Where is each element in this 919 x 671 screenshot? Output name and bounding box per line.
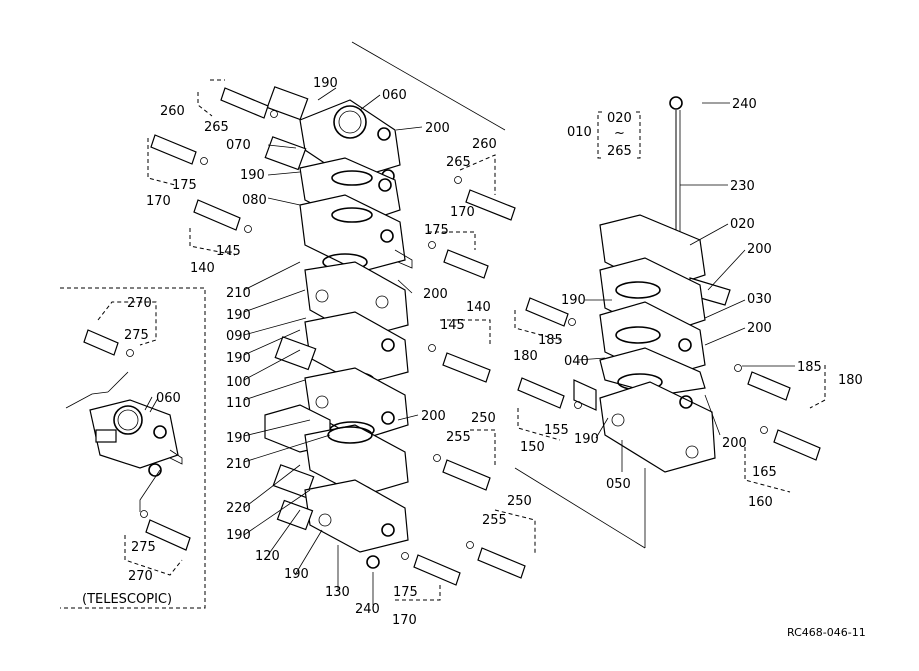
label-265-l: 265 bbox=[204, 120, 229, 135]
label-200-c2: 200 bbox=[423, 287, 448, 302]
label-190-r2: 190 bbox=[574, 432, 599, 447]
label-170-b: 170 bbox=[392, 613, 417, 628]
label-040: 040 bbox=[564, 354, 589, 369]
label-100: 100 bbox=[226, 375, 251, 390]
label-260-r: 260 bbox=[472, 137, 497, 152]
label-190-c2: 190 bbox=[240, 168, 265, 183]
label-120: 120 bbox=[255, 549, 280, 564]
label-175-r: 175 bbox=[424, 223, 449, 238]
main-valve-stack bbox=[264, 41, 506, 569]
label-020-range-start: 020 bbox=[607, 111, 632, 126]
label-250-1: 250 bbox=[471, 411, 496, 426]
label-270-top: 270 bbox=[127, 296, 152, 311]
stack-section-3 bbox=[299, 194, 413, 273]
label-265-range-end: 265 bbox=[607, 144, 632, 159]
label-170-l: 170 bbox=[146, 194, 171, 209]
inset-valve-body bbox=[89, 399, 183, 477]
label-220: 220 bbox=[226, 501, 251, 516]
label-185-l: 185 bbox=[538, 333, 563, 348]
label-180-l: 180 bbox=[513, 349, 538, 364]
label-180-r: 180 bbox=[838, 373, 863, 388]
label-020: 020 bbox=[730, 217, 755, 232]
stack-section-1 bbox=[266, 86, 401, 183]
right-valve-assembly bbox=[514, 96, 731, 549]
label-150: 150 bbox=[520, 440, 545, 455]
stack-section-7 bbox=[272, 424, 409, 501]
label-175-b: 175 bbox=[393, 585, 418, 600]
label-210-2: 210 bbox=[226, 457, 251, 472]
label-200-r2: 200 bbox=[747, 321, 772, 336]
label-110: 110 bbox=[226, 396, 251, 411]
label-190-c4: 190 bbox=[226, 351, 251, 366]
label-tilde: ~ bbox=[614, 126, 625, 141]
label-200-r1: 200 bbox=[747, 242, 772, 257]
tie-nut-bottom bbox=[366, 555, 380, 569]
label-185-r: 185 bbox=[797, 360, 822, 375]
part-labels: 010 020 ~ 265 240 230 020 200 030 200 18… bbox=[124, 76, 863, 628]
label-255-2: 255 bbox=[482, 513, 507, 528]
label-165: 165 bbox=[752, 465, 777, 480]
label-210-1: 210 bbox=[226, 286, 251, 301]
right-assembly-cartridges bbox=[514, 297, 826, 493]
telescopic-inset bbox=[60, 287, 206, 609]
label-170-r: 170 bbox=[450, 205, 475, 220]
label-140-l: 140 bbox=[190, 261, 215, 276]
label-255-1: 255 bbox=[446, 430, 471, 445]
label-155: 155 bbox=[544, 423, 569, 438]
label-250-2: 250 bbox=[507, 494, 532, 509]
label-080: 080 bbox=[242, 193, 267, 208]
label-130: 130 bbox=[325, 585, 350, 600]
label-175-l: 175 bbox=[172, 178, 197, 193]
label-200-c1: 200 bbox=[425, 121, 450, 136]
label-265-r: 265 bbox=[446, 155, 471, 170]
label-190-top: 190 bbox=[313, 76, 338, 91]
label-260-l: 260 bbox=[160, 104, 185, 119]
label-190-c6: 190 bbox=[226, 528, 251, 543]
label-200-r3: 200 bbox=[722, 436, 747, 451]
stack-section-5 bbox=[274, 311, 409, 389]
label-275-top: 275 bbox=[124, 328, 149, 343]
label-275-bottom: 275 bbox=[131, 540, 156, 555]
label-190-c3: 190 bbox=[226, 308, 251, 323]
inset-cartridge-bottom bbox=[124, 510, 191, 576]
label-270-bottom: 270 bbox=[128, 569, 153, 584]
label-190-c5: 190 bbox=[226, 431, 251, 446]
left-cartridges bbox=[147, 79, 278, 256]
label-145-r: 145 bbox=[440, 318, 465, 333]
drawing-code: RC468-046-11 bbox=[787, 626, 866, 639]
inset-caption: (TELESCOPIC) bbox=[82, 592, 172, 607]
label-240-top: 240 bbox=[732, 97, 757, 112]
label-190-r1: 190 bbox=[561, 293, 586, 308]
label-230: 230 bbox=[730, 179, 755, 194]
label-145-l: 145 bbox=[216, 244, 241, 259]
right-cartridges bbox=[395, 154, 536, 601]
label-010: 010 bbox=[567, 125, 592, 140]
label-070: 070 bbox=[226, 138, 251, 153]
label-030: 030 bbox=[747, 292, 772, 307]
label-200-c3: 200 bbox=[421, 409, 446, 424]
label-140-r: 140 bbox=[466, 300, 491, 315]
stack-section-8 bbox=[276, 479, 409, 553]
tie-nut-top bbox=[669, 96, 683, 110]
label-240-bottom: 240 bbox=[355, 602, 380, 617]
label-090: 090 bbox=[226, 329, 251, 344]
label-060: 060 bbox=[382, 88, 407, 103]
label-050: 050 bbox=[606, 477, 631, 492]
leader-lines bbox=[144, 87, 795, 605]
label-190-c7: 190 bbox=[284, 567, 309, 582]
inset-cartridge-top bbox=[83, 301, 157, 357]
label-060-inset: 060 bbox=[156, 391, 181, 406]
label-160: 160 bbox=[748, 495, 773, 510]
